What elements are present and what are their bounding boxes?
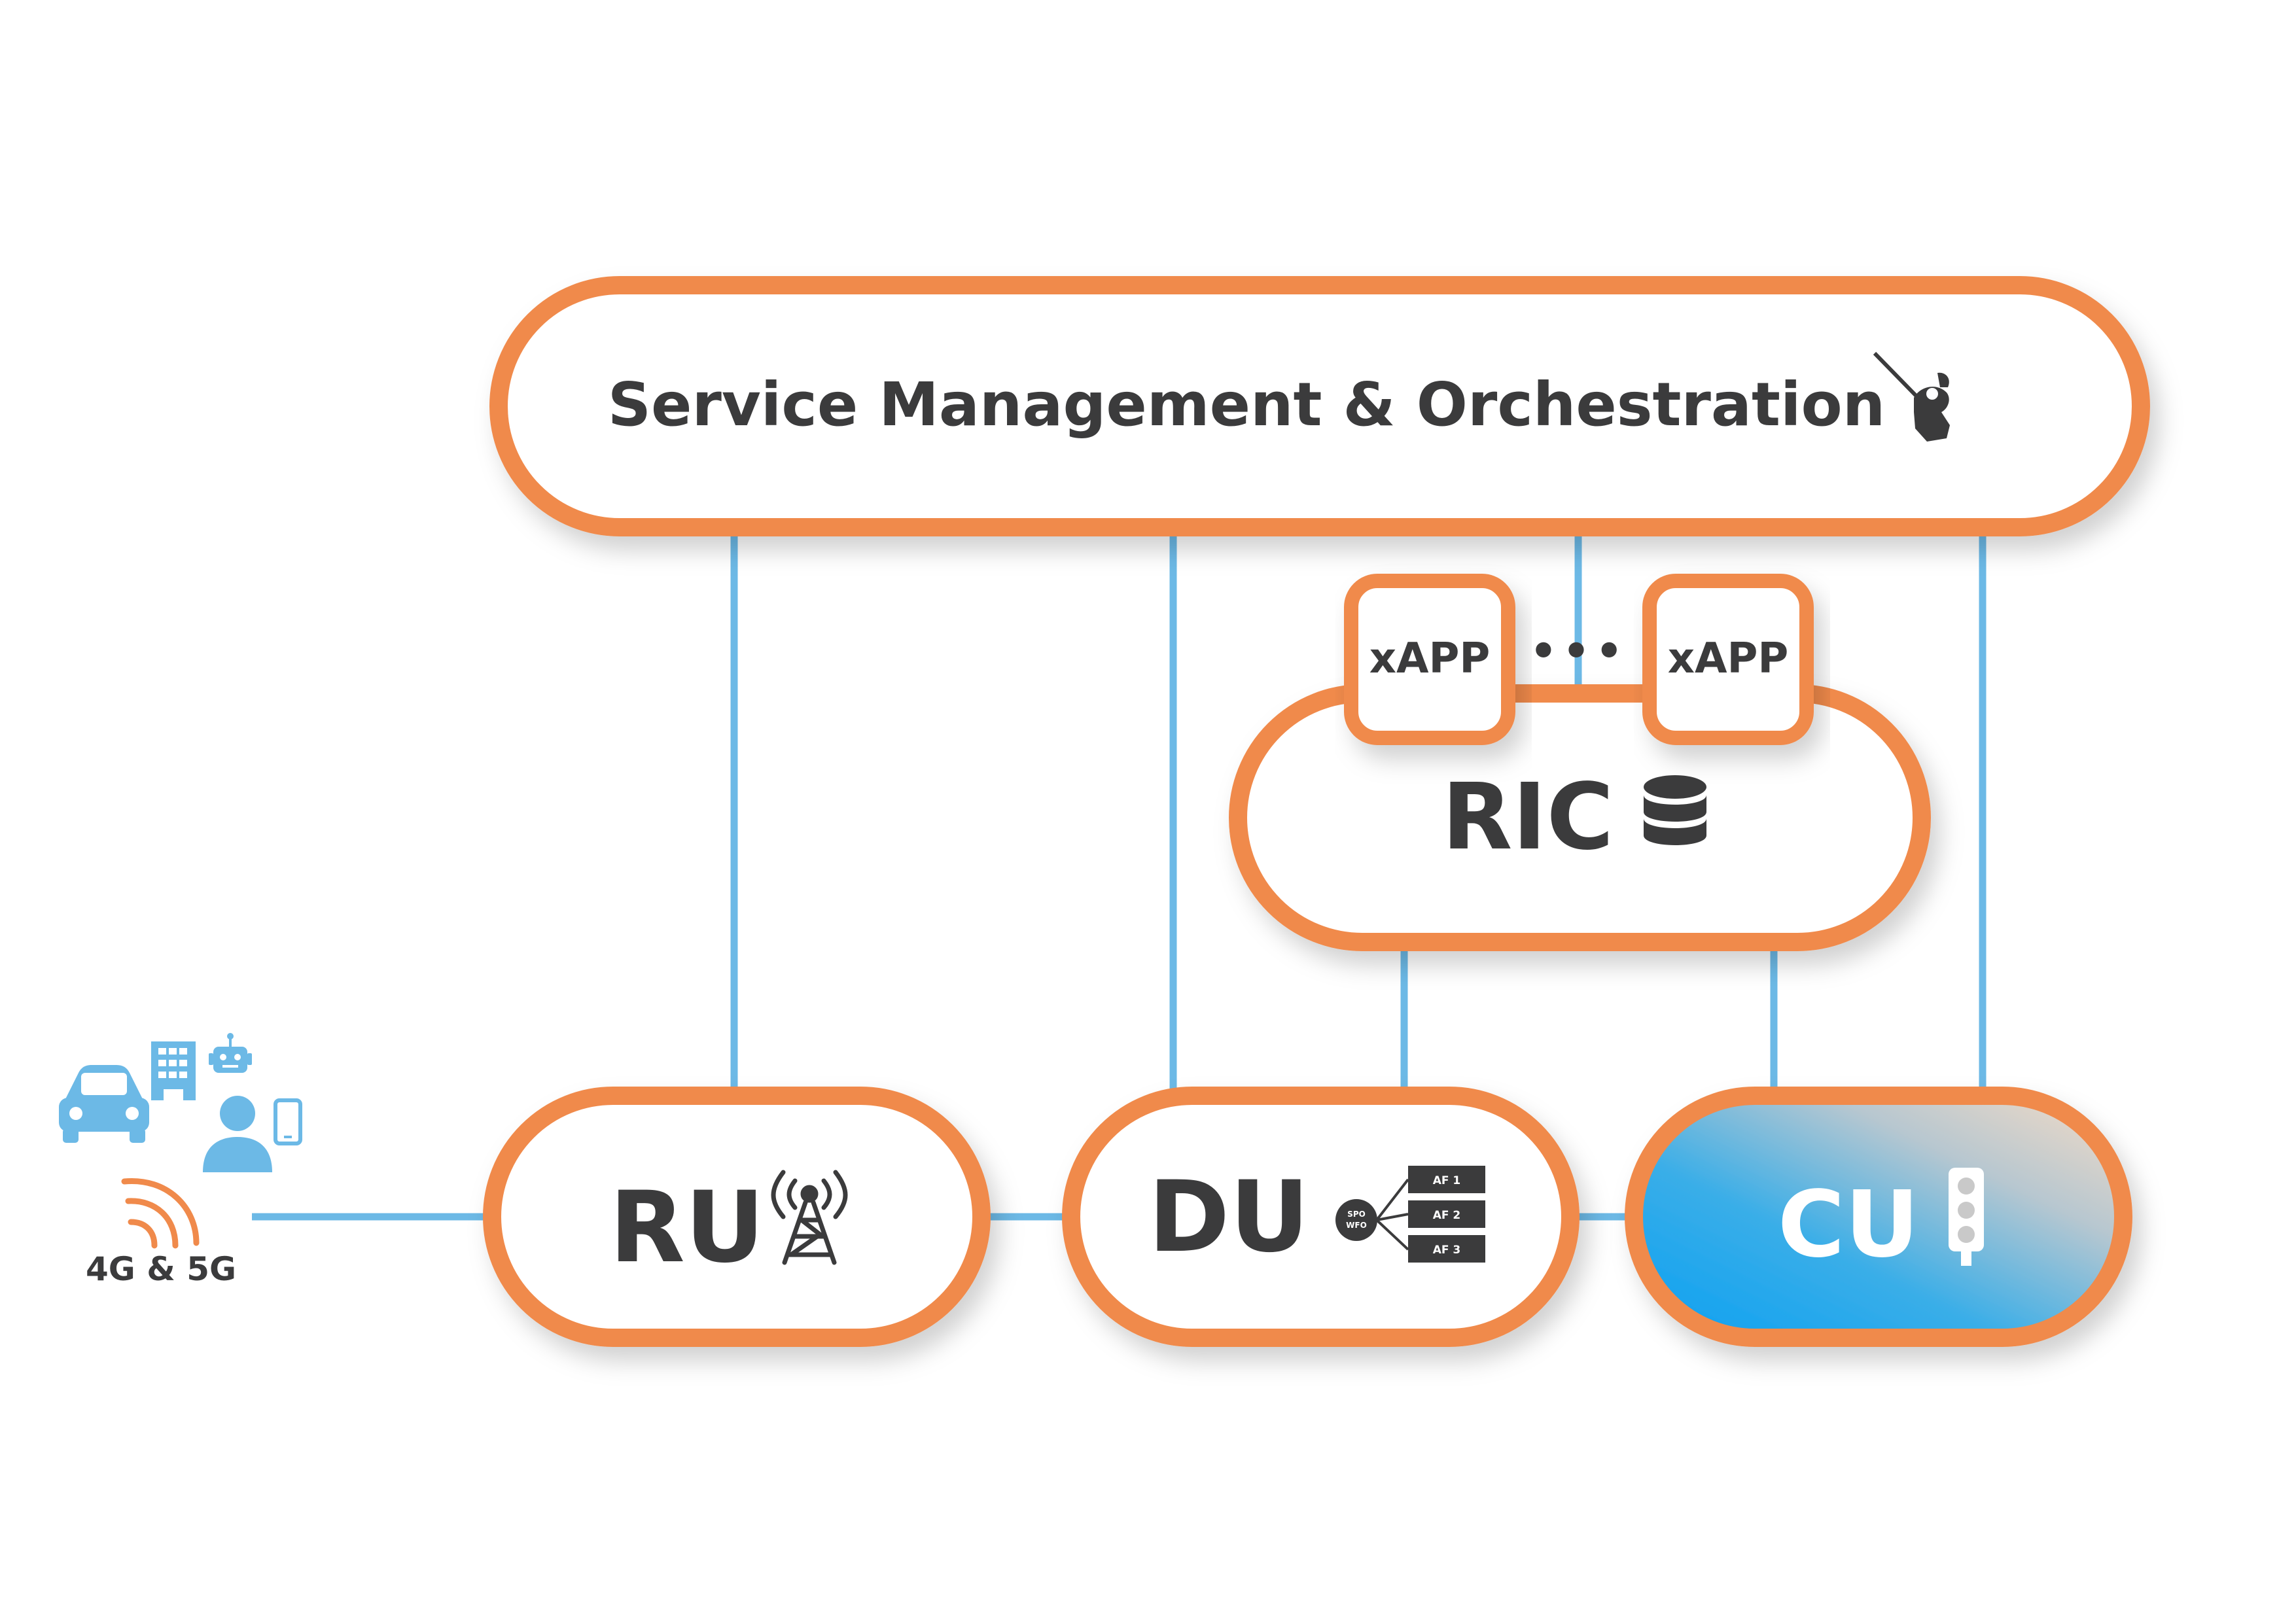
ric-block [1229, 684, 1931, 951]
car-icon [59, 1065, 149, 1143]
ru-pill [483, 1087, 991, 1347]
xapp-ellipsis: ••• [1530, 626, 1629, 676]
ru-block [483, 1087, 991, 1347]
database-icon [1644, 775, 1706, 845]
du-function-1: AF 1 [1433, 1174, 1461, 1187]
wireless-signal-icon [121, 1178, 200, 1249]
connectors [252, 536, 1987, 1221]
endpoints-label: 4G & 5G [86, 1250, 236, 1288]
cu-pill [1625, 1087, 2132, 1347]
du-function-2: AF 2 [1433, 1209, 1461, 1222]
building-icon [151, 1041, 196, 1100]
xapp-box-2 [1642, 574, 1814, 745]
conductor-baton-hand-icon [1873, 351, 1950, 442]
robot-icon [209, 1033, 252, 1073]
xapp-box-1 [1344, 574, 1515, 745]
xapp-label-1: xAPP [1369, 635, 1491, 683]
ric-title: RIC [1442, 764, 1614, 871]
smartphone-icon [274, 1098, 302, 1145]
ric-pill [1229, 684, 1931, 951]
cu-title: CU [1778, 1172, 1919, 1278]
du-block [1062, 1087, 1580, 1347]
endpoint-devices: 4G & 5G [59, 1033, 302, 1288]
user-icon [203, 1096, 272, 1172]
du-node-label-bottom: WFO [1346, 1221, 1367, 1230]
du-node-label-top: SPO [1347, 1210, 1366, 1219]
ru-title: RU [609, 1171, 764, 1285]
function-tree-icon: SPO WFO AF 1 AF 2 AF 3 [1335, 1166, 1485, 1263]
cu-block [1625, 1087, 2132, 1347]
smo-pill [489, 276, 2150, 536]
du-title: DU [1148, 1161, 1309, 1274]
smo-block [489, 276, 2150, 536]
smo-title: Service Management & Orchestration [608, 370, 1885, 440]
traffic-light-icon [1949, 1168, 1984, 1266]
du-pill [1062, 1087, 1580, 1347]
xapp-label-2: xAPP [1668, 635, 1789, 683]
radio-tower-icon [771, 1170, 848, 1265]
du-function-3: AF 3 [1433, 1244, 1461, 1257]
